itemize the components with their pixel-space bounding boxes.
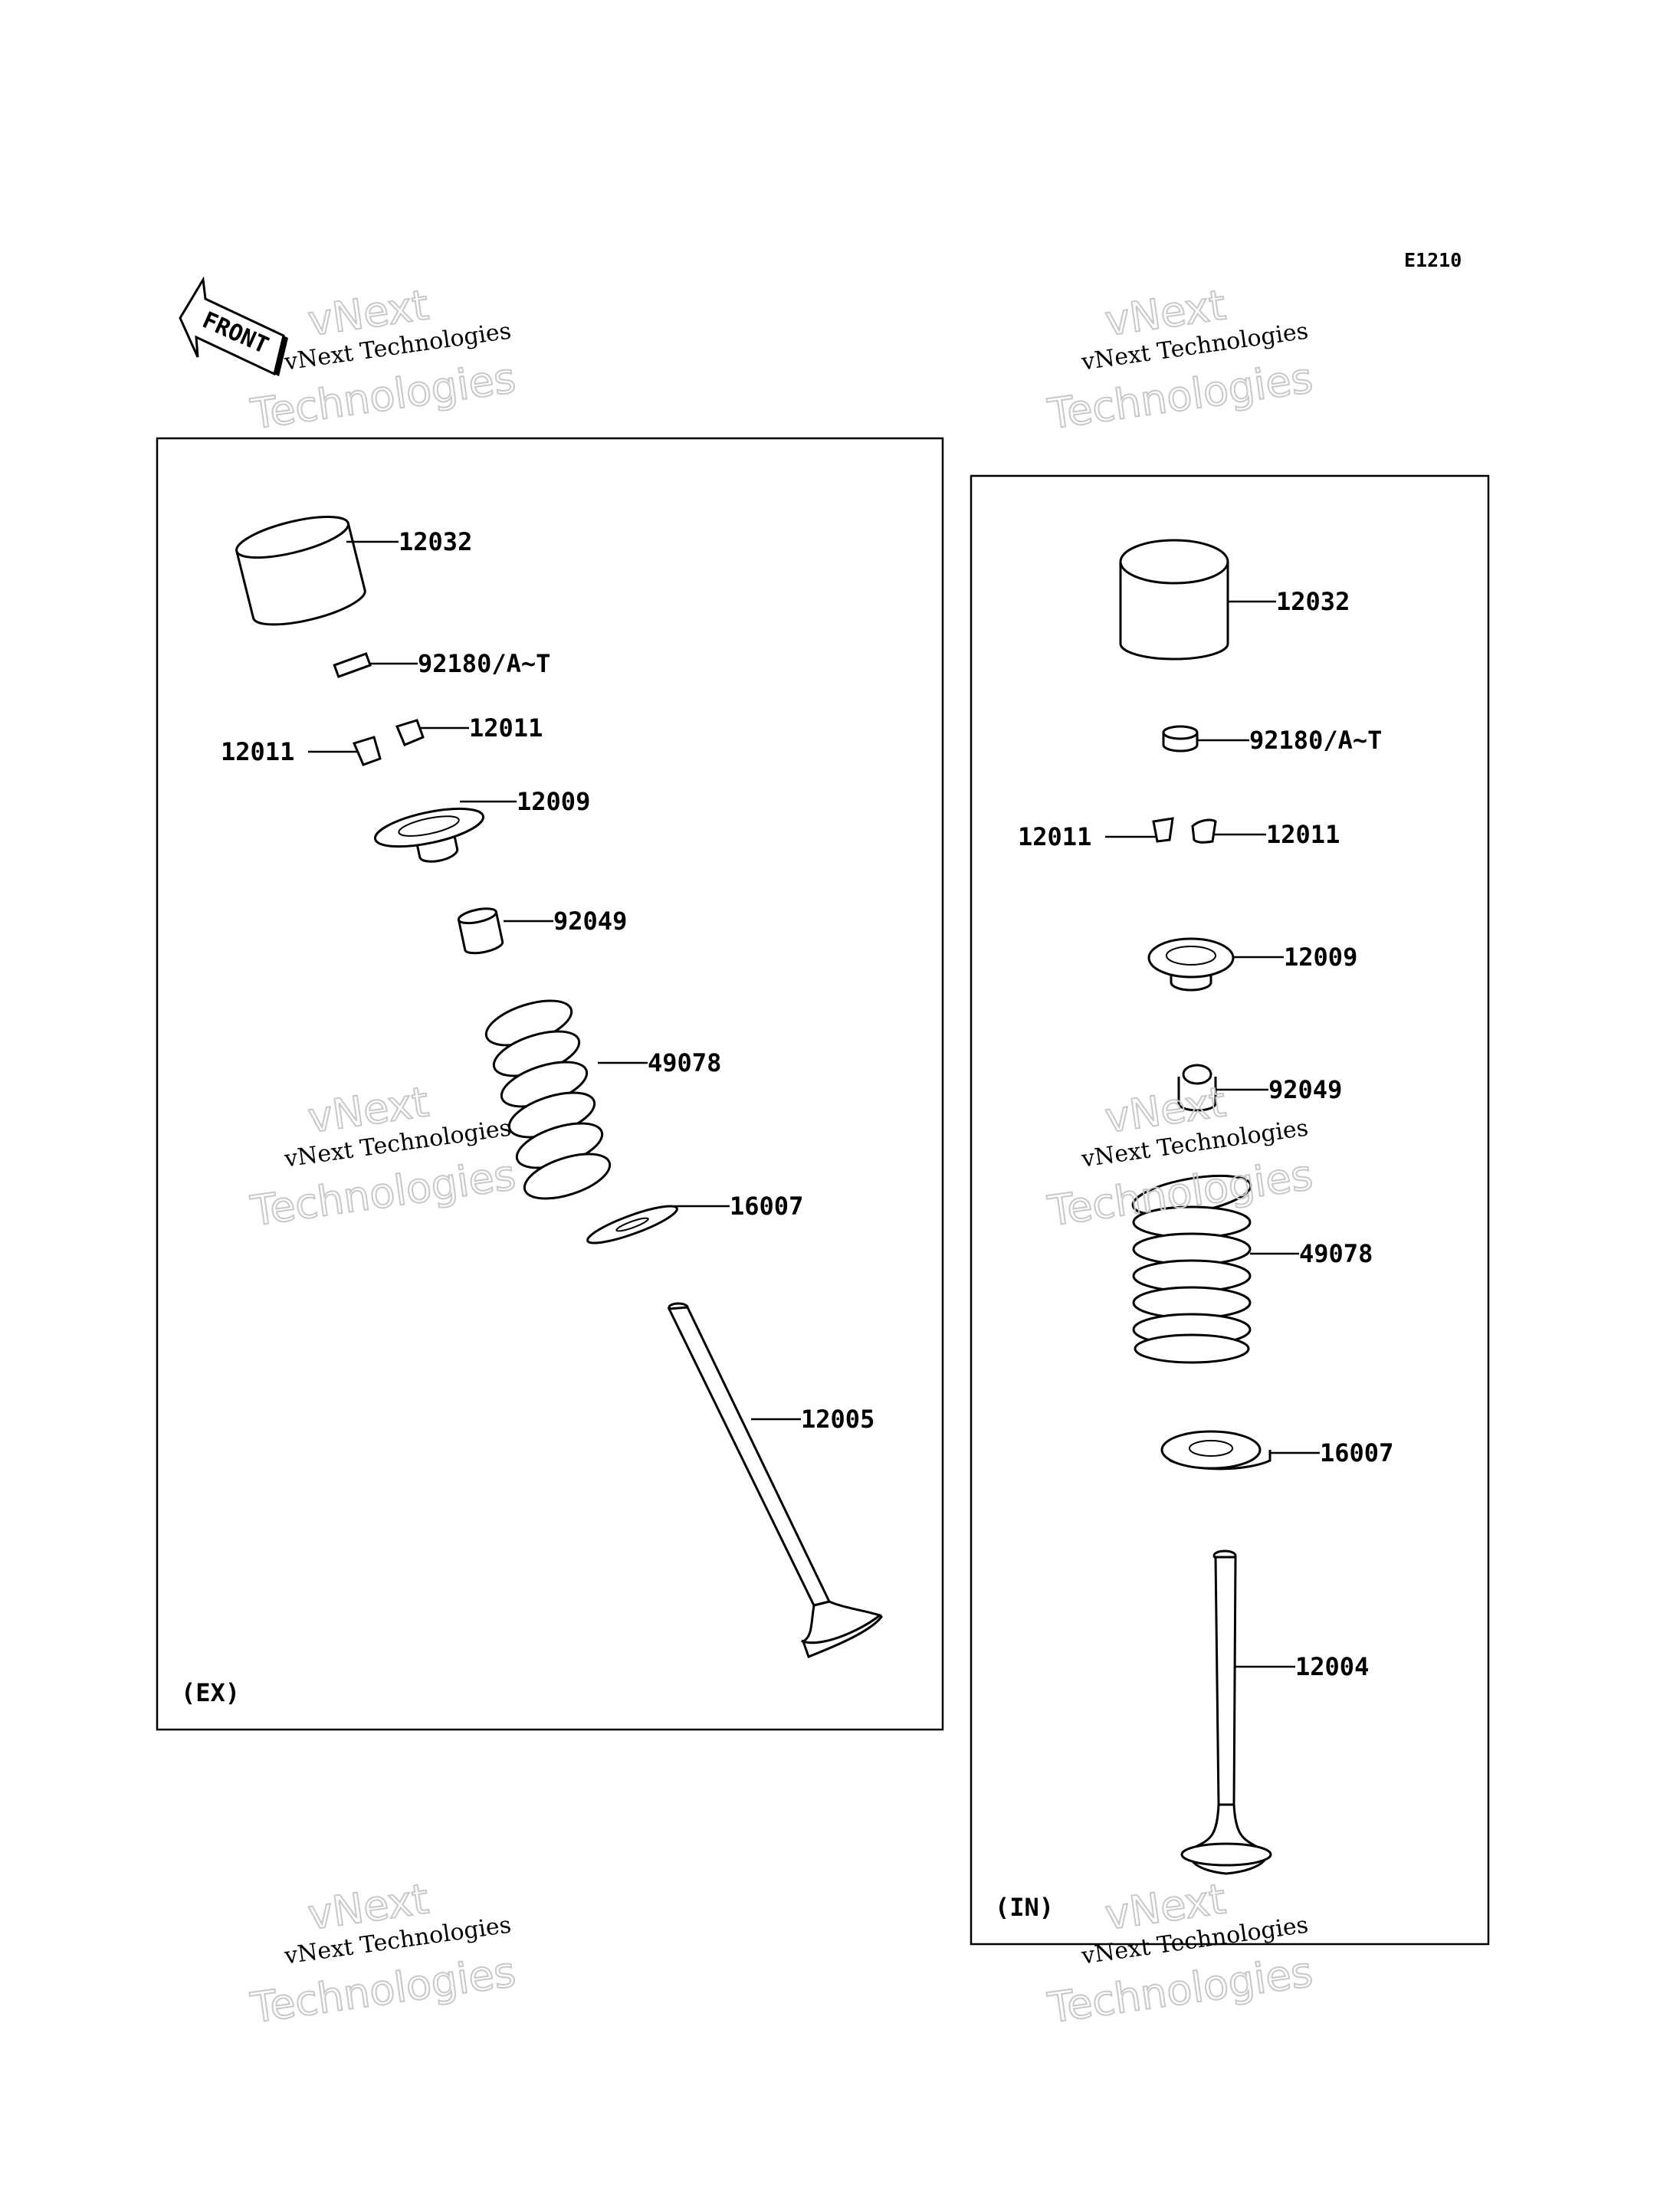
front-arrow-icon: FRONT — [179, 276, 288, 376]
in-label-12032: 12032 — [1276, 587, 1350, 616]
ex-label-12011-left: 12011 — [221, 737, 294, 766]
in-spring-icon — [1131, 1174, 1252, 1364]
watermark-bottom-left: vNext vNext Technologies Technologies — [247, 1874, 519, 2033]
in-cotter-left-icon — [1152, 817, 1174, 843]
in-label-12011-right: 12011 — [1266, 820, 1340, 849]
ex-label-12032: 12032 — [399, 527, 472, 556]
ex-tappet-icon — [235, 515, 366, 626]
ex-retainer-icon — [373, 807, 485, 863]
exhaust-frame — [156, 437, 944, 1731]
in-label-12011-left: 12011 — [1018, 822, 1091, 851]
ex-label-49078: 49078 — [648, 1048, 721, 1077]
ex-spring-icon — [484, 999, 612, 1200]
in-label-12004: 12004 — [1295, 1652, 1369, 1681]
in-retainer-icon — [1147, 937, 1235, 992]
ex-valve-icon — [667, 1302, 883, 1658]
ex-label-12011-right: 12011 — [469, 713, 543, 743]
in-label-92049: 92049 — [1268, 1075, 1342, 1104]
ex-seal-icon — [457, 907, 504, 955]
in-seal-icon — [1177, 1064, 1217, 1112]
watermark-top-right: vNext vNext Technologies Technologies — [1044, 280, 1316, 439]
in-section-label: (IN) — [995, 1893, 1054, 1922]
watermark-mid-left: vNext vNext Technologies Technologies — [247, 1077, 519, 1236]
in-label-16007: 16007 — [1320, 1438, 1393, 1467]
in-tappet-icon — [1119, 539, 1229, 661]
ex-label-12005: 12005 — [801, 1405, 874, 1434]
ex-seat-icon — [586, 1205, 678, 1244]
in-label-92180: 92180/A~T — [1249, 726, 1382, 755]
ex-label-16007: 16007 — [730, 1192, 803, 1221]
ex-cotter-left-icon — [352, 736, 382, 766]
in-cotter-right-icon — [1191, 818, 1217, 844]
in-valve-icon — [1180, 1549, 1272, 1875]
in-label-49078: 49078 — [1299, 1239, 1373, 1268]
ex-label-92180: 92180/A~T — [418, 649, 550, 678]
in-seat-icon — [1160, 1430, 1271, 1471]
in-shim-icon — [1162, 725, 1199, 753]
ex-shim-icon — [333, 652, 372, 679]
in-label-12009: 12009 — [1284, 943, 1357, 972]
ex-label-92049: 92049 — [553, 907, 627, 936]
ex-section-label: (EX) — [181, 1678, 240, 1707]
intake-frame — [970, 474, 1490, 1946]
ex-cotter-right-icon — [395, 719, 425, 746]
watermark-bottom-right: vNext vNext Technologies Technologies — [1044, 1874, 1316, 2033]
diagram-code: E1210 — [1404, 249, 1462, 271]
ex-label-12009: 12009 — [517, 787, 590, 816]
